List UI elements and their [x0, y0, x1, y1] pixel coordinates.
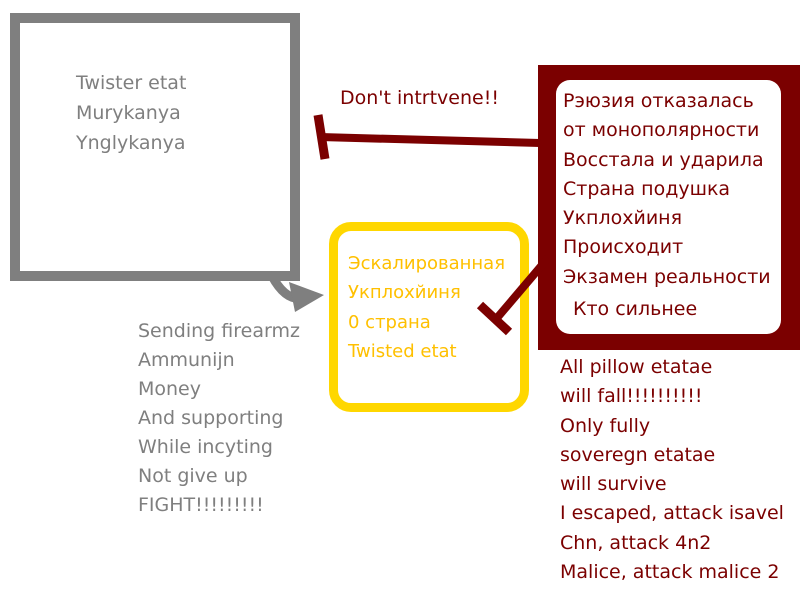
- gray-annotation-line: Money: [138, 378, 201, 400]
- gray-annotation-line: Ammunijn: [138, 349, 235, 371]
- red-panel-text: Рэюзия отказалась от монополярности Восс…: [563, 87, 771, 292]
- gray-annotation-line: Not give up: [138, 465, 248, 487]
- gray-annotation: Sending firearmz Ammunijn Money And supp…: [138, 317, 300, 520]
- gray-annotation-line: FIGHT!!!!!!!!!: [138, 494, 264, 516]
- red-panel-line: Укплохйиня: [563, 207, 683, 230]
- dont-intervene-label: Don't intrtvene!!: [340, 87, 499, 109]
- gray-box-line: Ynglykanya: [76, 132, 186, 154]
- yellow-box-line: Укплохйиня: [348, 282, 461, 304]
- inhibition-line-to-yellow: [493, 255, 552, 321]
- red-annotation-line: I escaped, attack isavel: [560, 502, 784, 525]
- yellow-box-line: 0 страна: [348, 311, 431, 333]
- yellow-box-line: Эскалированная: [348, 253, 506, 274]
- gray-box: [10, 13, 300, 281]
- red-annotation-line: All pillow etatae: [560, 356, 713, 378]
- yellow-box-text: Эскалированная Укплохйиня 0 страна Twist…: [348, 249, 505, 366]
- red-panel-line: Происходит: [563, 236, 684, 259]
- red-panel-inner: [556, 80, 781, 334]
- red-panel-line: Восстала и ударила: [563, 148, 764, 171]
- gray-annotation-line: And supporting: [138, 407, 284, 429]
- red-panel-last-line: Кто сильнее: [573, 298, 698, 320]
- red-annotation: All pillow etatae will fall!!!!!!!!!! On…: [560, 353, 784, 587]
- red-annotation-line: will fall!!!!!!!!!!: [560, 385, 703, 408]
- red-annotation-line: Malice, attack malice 2: [560, 561, 780, 584]
- red-annotation-line: Only fully: [560, 414, 651, 437]
- gray-box-line: Twister etat: [76, 72, 187, 94]
- red-panel-line: Рэюзия отказалась: [563, 90, 754, 112]
- inhibition-line-to-gray: [319, 133, 541, 147]
- gray-box-line: Murykanya: [76, 102, 181, 124]
- yellow-box-line: Twisted etat: [348, 340, 457, 362]
- gray-annotation-line: Sending firearmz: [138, 320, 300, 342]
- inhibition-bar-to-gray: [313, 114, 330, 160]
- red-annotation-line: soveregn etatae: [560, 443, 716, 466]
- red-panel-line: Страна подушка: [563, 177, 731, 200]
- gray-annotation-line: While incyting: [138, 436, 273, 458]
- gray-box-text: Twister etat Murykanya Ynglykanya: [76, 68, 186, 158]
- red-panel-line: Экзамен реальности: [563, 265, 771, 288]
- gray-arrow-head: [289, 282, 324, 312]
- red-annotation-line: will survive: [560, 473, 667, 496]
- inhibition-bar-to-yellow: [476, 301, 513, 336]
- red-panel-line: от монополярности: [563, 119, 760, 142]
- red-annotation-line: Chn, attack 4n2: [560, 531, 712, 554]
